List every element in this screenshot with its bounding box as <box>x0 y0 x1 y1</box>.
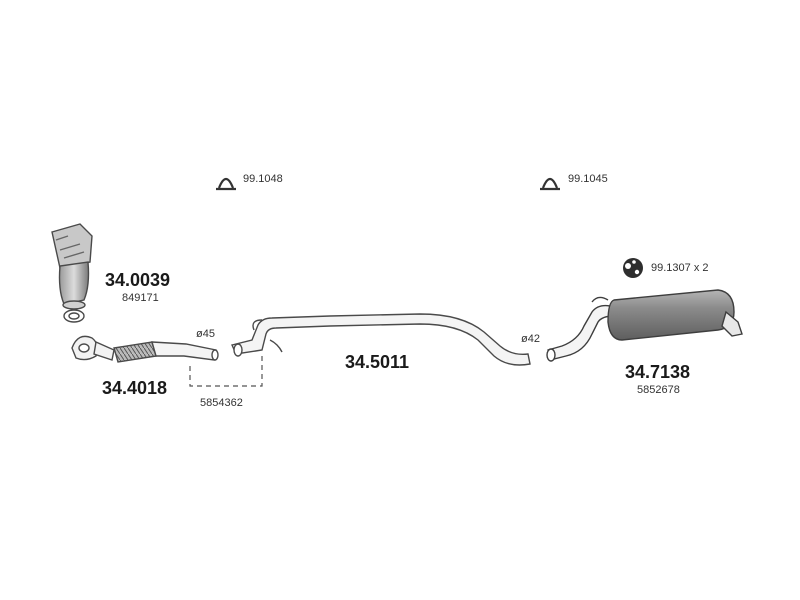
part-number: 34.4018 <box>102 378 168 398</box>
part-number: 34.0039 <box>105 270 171 290</box>
clamp-icon <box>540 177 560 191</box>
part-reference: 5852678 <box>637 384 680 396</box>
front-pipe <box>71 335 219 363</box>
diameter-label: ø42 <box>521 333 540 345</box>
connector-dashed-frame <box>189 354 263 387</box>
clamp-code-label: 99.1045 <box>568 173 608 185</box>
rubber-mount-icon <box>623 258 643 278</box>
rear-muffler <box>546 289 743 362</box>
part-number: 34.7138 <box>625 362 691 382</box>
rubber-mount-label: 99.1307 x 2 <box>651 262 709 274</box>
part-reference: 849171 <box>122 292 159 304</box>
part-number: 34.5011 <box>345 352 410 372</box>
diameter-label: ø45 <box>196 328 215 340</box>
catalytic-converter <box>51 223 93 323</box>
middle-pipe <box>231 313 531 366</box>
clamp-icon <box>216 177 236 191</box>
connector-reference: 5854362 <box>200 397 243 409</box>
clamp-code-label: 99.1048 <box>243 173 283 185</box>
